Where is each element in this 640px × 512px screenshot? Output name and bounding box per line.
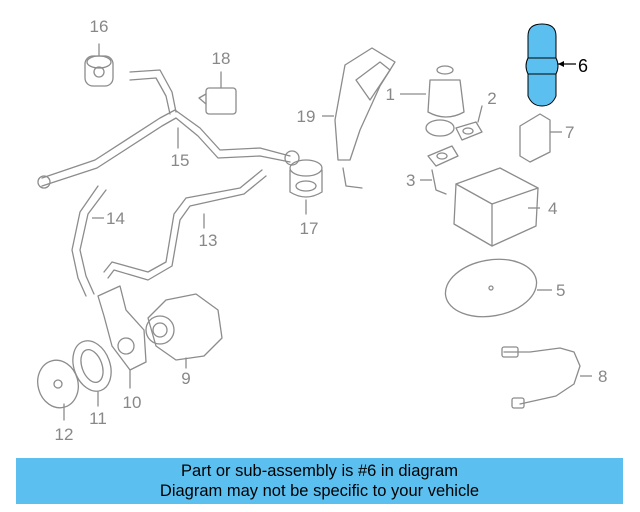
- callout-4: 4: [548, 199, 557, 218]
- part-2-gasket[interactable]: [455, 105, 483, 141]
- part-10-bracket[interactable]: [97, 285, 147, 389]
- banner-line-1: Part or sub-assembly is #6 in diagram: [181, 462, 458, 480]
- part-14-pipe[interactable]: [71, 185, 107, 297]
- part-5-cover[interactable]: [441, 252, 552, 323]
- callout-14: 14: [106, 209, 125, 228]
- part-18-block[interactable]: [198, 71, 237, 115]
- part-15-pipe[interactable]: [37, 69, 300, 189]
- callout-5: 5: [556, 281, 565, 300]
- info-banner: Part or sub-assembly is #6 in diagram Di…: [16, 458, 623, 504]
- part-7-bracket[interactable]: [519, 113, 562, 163]
- callout-17: 17: [300, 219, 319, 238]
- callout-18: 18: [212, 49, 231, 68]
- part-4-control-unit[interactable]: [453, 167, 540, 247]
- callout-19: 19: [297, 107, 316, 126]
- callout-9: 9: [181, 369, 190, 388]
- callout-12: 12: [55, 425, 74, 444]
- part-19-bracket[interactable]: [322, 47, 396, 189]
- part-1-egr-valve[interactable]: [400, 65, 465, 137]
- callout-3: 3: [406, 171, 415, 190]
- banner-line-2: Diagram may not be specific to your vehi…: [159, 482, 480, 500]
- part-17-vacuum-unit[interactable]: [289, 159, 323, 215]
- callout-10: 10: [123, 393, 142, 412]
- callout-7: 7: [565, 123, 574, 142]
- callout-16: 16: [90, 17, 109, 36]
- parts-diagram: 16 18 19 1 2 6 7 15 3 4 14 17 13 5 8 9 1…: [32, 17, 607, 444]
- callout-8: 8: [598, 367, 607, 386]
- part-13-pipe[interactable]: [103, 169, 267, 281]
- part-8-oxygen-sensor[interactable]: [501, 346, 592, 409]
- callout-15: 15: [171, 151, 190, 170]
- callout-6: 6: [578, 56, 588, 76]
- callout-2: 2: [487, 89, 496, 108]
- callout-13: 13: [199, 231, 218, 250]
- callout-11: 11: [89, 409, 107, 428]
- part-3-gasket[interactable]: [420, 145, 459, 195]
- part-6-highlighted[interactable]: [525, 23, 576, 107]
- callout-1: 1: [386, 85, 395, 104]
- part-9-air-pump[interactable]: [145, 293, 223, 369]
- part-16-valve[interactable]: [84, 43, 114, 87]
- part-12-flange[interactable]: [32, 356, 83, 421]
